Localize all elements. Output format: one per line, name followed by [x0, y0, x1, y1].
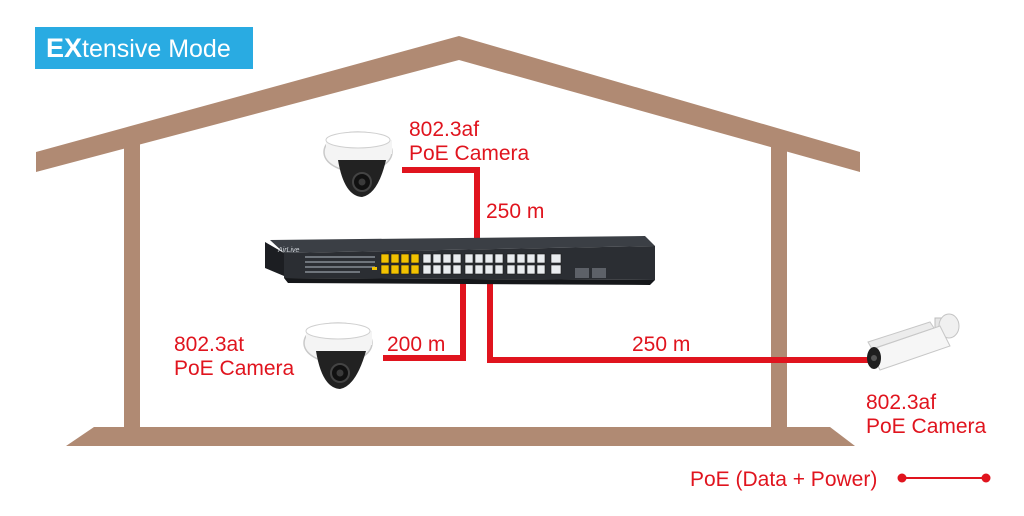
ethernet-port [464, 264, 474, 275]
dome-camera-top-icon [323, 131, 393, 197]
ethernet-port [506, 264, 516, 275]
legend-label: PoE (Data + Power) [690, 468, 878, 491]
top-camera-label: 802.3af PoE Camera [409, 118, 529, 166]
sfp-ports [575, 268, 606, 278]
ethernet-port [494, 264, 504, 275]
ethernet-port [484, 253, 494, 264]
ethernet-port [442, 264, 452, 275]
mode-badge: EXtensive Mode [35, 27, 253, 69]
status-leds [305, 256, 375, 273]
ethernet-port [452, 253, 462, 264]
cable-top-camera [402, 167, 480, 240]
top-camera-name: PoE Camera [409, 142, 530, 165]
ethernet-port [526, 253, 536, 264]
ethernet-port [390, 253, 400, 264]
cable-left-camera [383, 283, 466, 361]
ethernet-port [516, 264, 526, 275]
ethernet-port [410, 253, 420, 264]
bullet-camera-icon [867, 313, 960, 371]
mode-badge-prefix: EX [46, 33, 83, 63]
ethernet-port [390, 264, 400, 275]
ethernet-port [474, 253, 484, 264]
ethernet-port [380, 264, 390, 275]
ethernet-port [506, 253, 516, 264]
ethernet-port [422, 264, 432, 275]
top-camera-standard: 802.3af [409, 118, 480, 141]
ethernet-port [452, 264, 462, 275]
ethernet-port [536, 253, 546, 264]
ethernet-port [536, 264, 546, 275]
left-camera-label: 802.3at PoE Camera [174, 333, 294, 381]
left-camera-name: PoE Camera [174, 357, 295, 380]
house-outline [36, 36, 860, 446]
ethernet-port [474, 264, 484, 275]
ethernet-port [526, 264, 536, 275]
ethernet-port [410, 264, 420, 275]
ethernet-ports [380, 253, 562, 275]
uplink-port [550, 253, 562, 264]
dome-camera-left-icon [303, 322, 373, 389]
ethernet-port [494, 253, 504, 264]
mode-badge-suffix: tensive Mode [82, 35, 231, 63]
ethernet-port [484, 264, 494, 275]
ethernet-port [432, 253, 442, 264]
ethernet-port [400, 264, 410, 275]
ethernet-port [464, 253, 474, 264]
left-camera-standard: 802.3at [174, 333, 245, 356]
switch-logo: AirLive [277, 247, 300, 254]
ethernet-port [432, 264, 442, 275]
ethernet-port [380, 253, 390, 264]
ethernet-port [516, 253, 526, 264]
distance-right: 250 m [632, 333, 691, 356]
uplink-port [550, 264, 562, 275]
legend-line [897, 473, 991, 483]
distance-top: 250 m [486, 200, 545, 223]
ethernet-port [442, 253, 452, 264]
bullet-camera-name: PoE Camera [866, 415, 987, 438]
ethernet-port [400, 253, 410, 264]
ethernet-port [422, 253, 432, 264]
bullet-camera-standard: 802.3af [866, 391, 937, 414]
cable-bullet-camera [487, 283, 872, 363]
bullet-camera-label: 802.3af PoE Camera [866, 391, 986, 439]
poe-switch: AirLive [265, 236, 655, 285]
poe-cables [383, 167, 872, 363]
distance-left: 200 m [387, 333, 446, 356]
